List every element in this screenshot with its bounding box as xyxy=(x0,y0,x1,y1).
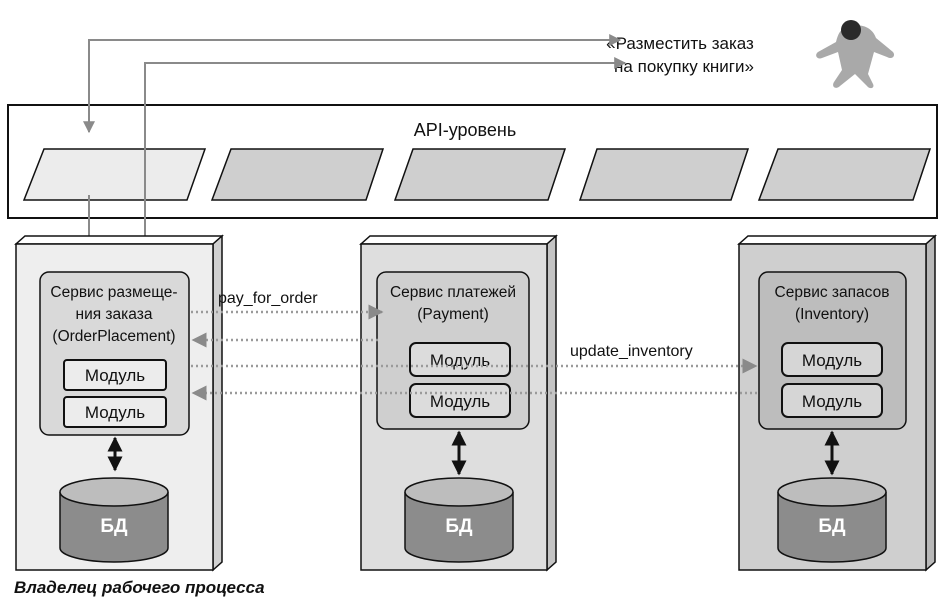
module-label: Модуль xyxy=(85,403,145,422)
pay-for-order-label: pay_for_order xyxy=(218,290,318,307)
database-orderplacement: БД xyxy=(59,477,169,563)
service-box-orderplacement xyxy=(39,271,190,436)
response-out-arrow xyxy=(144,57,627,255)
request-in-arrow xyxy=(83,34,622,134)
service-title-inventory-2: (Inventory) xyxy=(795,306,869,323)
api-endpoint-5 xyxy=(757,148,932,201)
module-orderplacement-2: Модуль xyxy=(63,396,167,428)
service-title-orderplacement-1: Сервис размеще- xyxy=(50,284,177,301)
service-title-payment-1: Сервис платежей xyxy=(390,284,516,301)
api-endpoint-2 xyxy=(210,148,385,201)
module-inventory-2: Модуль xyxy=(781,383,883,418)
db-label: БД xyxy=(445,516,473,537)
database-payment: БД xyxy=(404,477,514,563)
update-inventory-label: update_inventory xyxy=(570,343,693,360)
request-label-line1: «Разместить заказ xyxy=(606,34,754,53)
module-label: Модуль xyxy=(85,366,145,385)
module-label: Модуль xyxy=(430,392,490,411)
service-title-inventory-1: Сервис запасов xyxy=(775,284,890,301)
service-title-orderplacement-3: (OrderPlacement) xyxy=(52,328,175,345)
request-label-line2: на покупку книги» xyxy=(614,57,754,76)
workflow-owner-caption: Владелец рабочего процесса xyxy=(14,578,265,597)
api-endpoint-4 xyxy=(578,148,750,201)
api-layer-label: API-уровень xyxy=(414,120,517,140)
database-inventory: БД xyxy=(777,477,887,563)
api-endpoint-3 xyxy=(393,148,567,201)
module-label: Модуль xyxy=(802,392,862,411)
module-payment-2: Модуль xyxy=(409,383,511,418)
user-figure-icon xyxy=(816,20,895,89)
module-payment-1: Модуль xyxy=(409,342,511,377)
db-label: БД xyxy=(100,516,128,537)
db-label: БД xyxy=(818,516,846,537)
module-label: Модуль xyxy=(802,351,862,370)
module-orderplacement-1: Модуль xyxy=(63,359,167,391)
module-label: Модуль xyxy=(430,351,490,370)
module-inventory-1: Модуль xyxy=(781,342,883,377)
service-title-orderplacement-2: ния заказа xyxy=(76,306,153,323)
service-title-payment-2: (Payment) xyxy=(417,306,489,323)
api-endpoint-1 xyxy=(22,148,207,201)
